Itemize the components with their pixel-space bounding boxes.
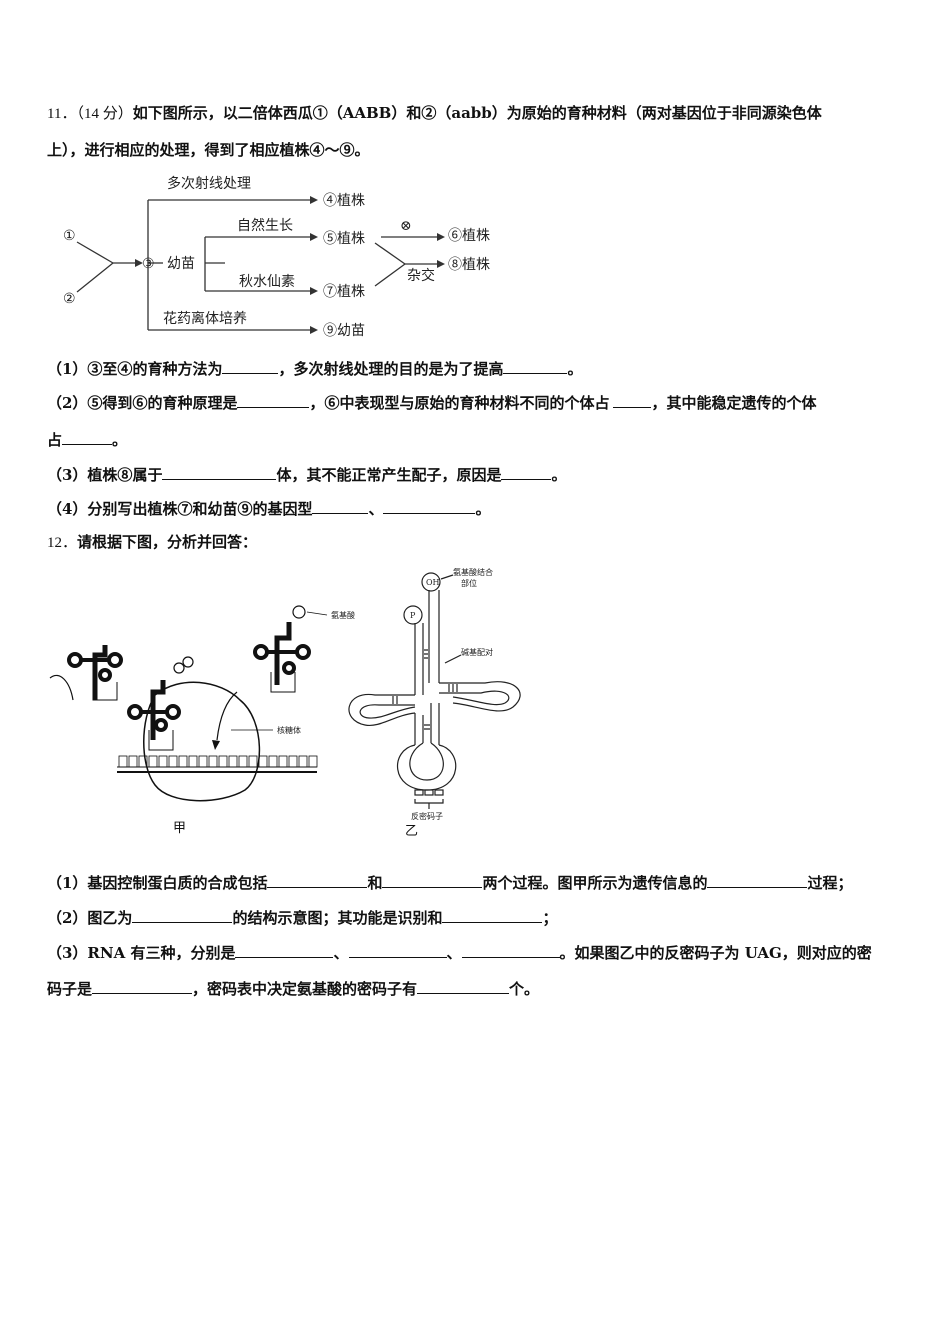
q11-sub2-d: 占 (47, 431, 63, 449)
q12-sub3-line2: 码子是 ，密码表中决定氨基酸的密码子有 个。 (47, 978, 539, 999)
jia-label-amino-acid: 氨基酸 (331, 610, 355, 620)
answer-blank[interactable] (383, 499, 476, 514)
answer-blank[interactable] (132, 908, 233, 923)
answer-blank[interactable] (348, 943, 447, 958)
q11-sub1-a: （1）③至④的育种方法为 (47, 360, 223, 378)
answer-blank[interactable] (312, 499, 369, 514)
q11-sub4: （4）分别写出植株⑦和幼苗⑨的基因型 、 。 (47, 498, 490, 519)
q12-sub3-b: 、 (333, 944, 349, 962)
answer-blank[interactable] (62, 430, 113, 445)
q11-sub1: （1）③至④的育种方法为 ，多次射线处理的目的是为了提高 。 (47, 358, 582, 379)
q11-sub1-c: 。 (567, 360, 583, 378)
q12-sub3-f: ，密码表中决定氨基酸的密码子有 (192, 980, 418, 998)
diagram-plant-8: ⑧植株 (448, 257, 490, 273)
q12-sub1-d: 过程； (807, 874, 853, 892)
answer-blank[interactable] (501, 465, 552, 480)
q11-sub4-a: （4）分别写出植株⑦和幼苗⑨的基因型 (47, 500, 313, 518)
q11-sub4-b: 、 (368, 500, 384, 518)
q11-sub3-b: 体，其不能正常产生配子，原因是 (276, 466, 502, 484)
answer-blank[interactable] (503, 359, 568, 374)
q12-number: 12． (47, 535, 78, 551)
q12-sub1-b: 和 (367, 874, 383, 892)
q11-stem-a: 如下图所示，以二倍体西瓜①（AABB）和②（aabb）为原始的育种材料（两对基因… (132, 104, 822, 122)
q11-sub3: （3）植株⑧属于 体，其不能正常产生配子，原因是 。 (47, 464, 566, 485)
diagram-plant-9: ⑨幼苗 (323, 323, 365, 339)
yi-label-anticodon: 反密码子 (411, 811, 443, 821)
answer-blank[interactable] (707, 873, 808, 888)
q12-sub2-a: （2）图乙为 (47, 909, 133, 927)
diagram-ray: 多次射线处理 (167, 175, 251, 192)
q11-sub2-line2: 占。 (47, 429, 127, 450)
diagram-colchicine: 秋水仙素 (239, 274, 295, 290)
diagram-anther: 花药离体培养 (163, 310, 247, 327)
breeding-diagram: ① ② ③ 幼苗 多次射线处理 ④植株 自然生长 ⑤植株 ⊗ ⑥植株 秋水仙素 … (63, 175, 490, 339)
diagram-natural: 自然生长 (237, 217, 293, 234)
q11-sub4-c: 。 (475, 500, 491, 518)
yi-label-pair: 碱基配对 (461, 647, 493, 657)
q11-stem-line1: 11．（14 分）如下图所示，以二倍体西瓜①（AABB）和②（aabb）为原始的… (47, 102, 822, 123)
yi-label-oh: OH (426, 578, 440, 587)
q12-sub3-e: 码子是 (47, 980, 93, 998)
answer-blank[interactable] (461, 943, 560, 958)
translation-figure: 氨基酸 核糖体 甲 (49, 605, 355, 836)
answer-blank[interactable] (442, 908, 543, 923)
q12-sub2: （2）图乙为 的结构示意图；其功能是识别和 ； (47, 907, 557, 928)
q11-sub2-c: ，其中能稳定遗传的个体 (651, 394, 817, 412)
q11-sub3-c: 。 (551, 466, 567, 484)
diagram-node-2: ② (63, 291, 76, 307)
q12-sub3-a: （3）RNA 有三种，分别是 (47, 944, 236, 962)
q12-sub2-b: 的结构示意图；其功能是识别和 (232, 909, 443, 927)
answer-blank[interactable] (417, 979, 510, 994)
q12-sub3-line1: （3）RNA 有三种，分别是 、 、 。如果图乙中的反密码子为 UAG，则对应的密 (47, 942, 872, 963)
q11-score: （14 分） (76, 106, 133, 122)
answer-blank[interactable] (92, 979, 193, 994)
diagram-node-1: ① (63, 228, 76, 244)
diagram-node-3: ③ (142, 256, 155, 272)
jia-label-ribosome: 核糖体 (277, 725, 301, 735)
diagram-self-symbol: ⊗ (400, 218, 412, 234)
yi-label-p: P (410, 611, 416, 620)
q11-number: 11． (47, 106, 77, 122)
answer-blank[interactable] (267, 873, 368, 888)
q11-sub2-a: （2）⑤得到⑥的育种原理是 (47, 394, 238, 412)
fig-yi-caption: 乙 (405, 824, 418, 839)
yi-label-site-1: 氨基酸结合 (453, 567, 493, 577)
q12-sub3-g: 个。 (509, 980, 540, 998)
trna-structure-figure: OH P 氨基酸结合 部位 碱基配对 反密码子 乙 (348, 567, 521, 839)
answer-blank[interactable] (162, 465, 277, 480)
diagram-plant-4: ④植株 (323, 193, 365, 209)
diagram-hybrid: 杂交 (407, 267, 435, 284)
q11-sub1-b: ，多次射线处理的目的是为了提高 (278, 360, 504, 378)
yi-label-site-2: 部位 (461, 578, 477, 588)
diagram-plant-7: ⑦植株 (323, 284, 365, 300)
answer-blank[interactable] (235, 943, 334, 958)
answer-blank[interactable] (382, 873, 483, 888)
diagram-plant-6: ⑥植株 (448, 228, 490, 244)
q12-stem: 12．请根据下图，分析并回答： (47, 531, 257, 552)
q12-sub2-c: ； (542, 909, 558, 927)
diagram-plant-5: ⑤植株 (323, 231, 365, 247)
q12-sub1-c: 两个过程。图甲所示为遗传信息的 (482, 874, 708, 892)
q12-stem-text: 请根据下图，分析并回答： (77, 533, 258, 551)
q12-sub3-c: 、 (446, 944, 462, 962)
q11-sub2-e: 。 (112, 431, 128, 449)
q11-stem-line2: 上），进行相应的处理，得到了相应植株④～⑨。 (47, 141, 370, 159)
q11-sub2-b: ，⑥中表现型与原始的育种材料不同的个体占 (309, 394, 610, 412)
answer-blank[interactable] (237, 393, 310, 408)
q12-sub1-a: （1）基因控制蛋白质的合成包括 (47, 874, 268, 892)
diagram-seedling: 幼苗 (167, 256, 195, 272)
q11-sub3-a: （3）植株⑧属于 (47, 466, 163, 484)
fig-jia-caption: 甲 (173, 821, 186, 836)
q11-sub2-line1: （2）⑤得到⑥的育种原理是 ，⑥中表现型与原始的育种材料不同的个体占 ，其中能稳定遗… (47, 392, 816, 413)
q12-sub1: （1）基因控制蛋白质的合成包括 和 两个过程。图甲所示为遗传信息的 过程； (47, 872, 853, 893)
answer-blank[interactable] (613, 393, 652, 408)
answer-blank[interactable] (222, 359, 279, 374)
q12-sub3-d: 。如果图乙中的反密码子为 UAG，则对应的密 (559, 944, 872, 962)
